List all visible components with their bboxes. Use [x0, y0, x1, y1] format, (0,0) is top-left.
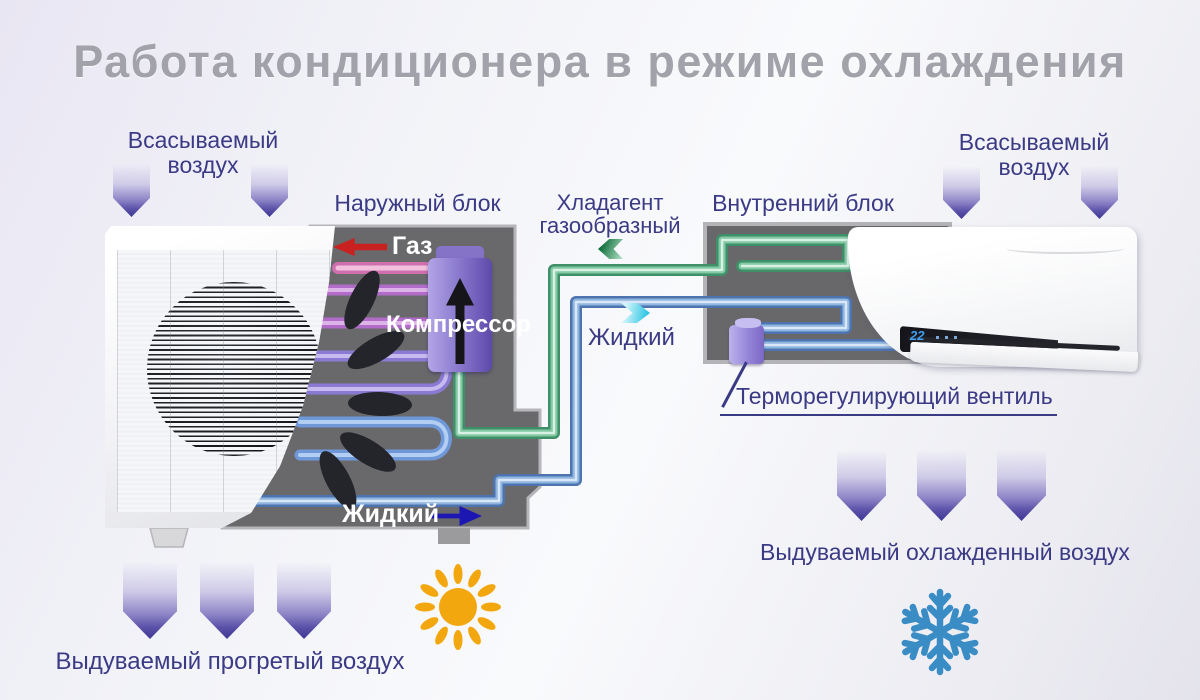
down-arrow-icon [837, 450, 886, 521]
right-arrow-icon [621, 303, 650, 323]
outdoor-unit-label: Наружный блок [334, 190, 501, 216]
expansion-valve-label: Терморегулирующий вентиль [720, 384, 1057, 416]
outdoor-foot-right [438, 528, 470, 544]
fan-blade [337, 265, 387, 335]
down-arrow-icon [200, 562, 254, 639]
gas-pipe-label: Газ [392, 232, 433, 260]
left-arrow-icon [333, 238, 387, 256]
display-indicator-dots [936, 336, 939, 339]
expansion-valve [729, 325, 764, 364]
snowflake-icon [901, 588, 979, 676]
down-arrow-icon [123, 562, 177, 639]
expansion-valve-cap [735, 318, 761, 328]
down-arrow-icon [277, 562, 331, 639]
down-arrow-icon [997, 450, 1046, 521]
intake-air-label-left: Всасываемый воздух [127, 127, 279, 178]
outdoor-foot-left [149, 527, 189, 548]
left-arrow-icon [598, 239, 623, 259]
compressor-label: Компрессор [386, 311, 531, 338]
page-title: Работа кондиционера в режиме охлаждения [73, 36, 1127, 87]
refrigerant-gas-label: Хладагент газообразный [539, 190, 681, 238]
outdoor-unit-casing [105, 226, 335, 528]
indoor-unit-label: Внутренний блок [712, 190, 894, 216]
sun-icon [415, 564, 501, 650]
fan-blade [347, 390, 413, 418]
grille-struts [117, 250, 331, 512]
display-temperature: 22 [910, 328, 925, 343]
exhaust-warm-air-label: Выдуваемый прогретый воздух [55, 648, 405, 675]
outdoor-unit-grille [117, 250, 331, 512]
down-arrow-icon [917, 450, 966, 521]
outdoor-liquid-label: Жидкий [342, 500, 440, 528]
indoor-unit-vent-line [1006, 243, 1124, 254]
liquid-flow-label: Жидкий [588, 324, 675, 351]
right-arrow-icon [432, 506, 482, 526]
intake-air-label-right: Всасываемый воздух [958, 129, 1110, 180]
exhaust-cold-air-label: Выдуваемый охлажденный воздух [760, 539, 1130, 565]
